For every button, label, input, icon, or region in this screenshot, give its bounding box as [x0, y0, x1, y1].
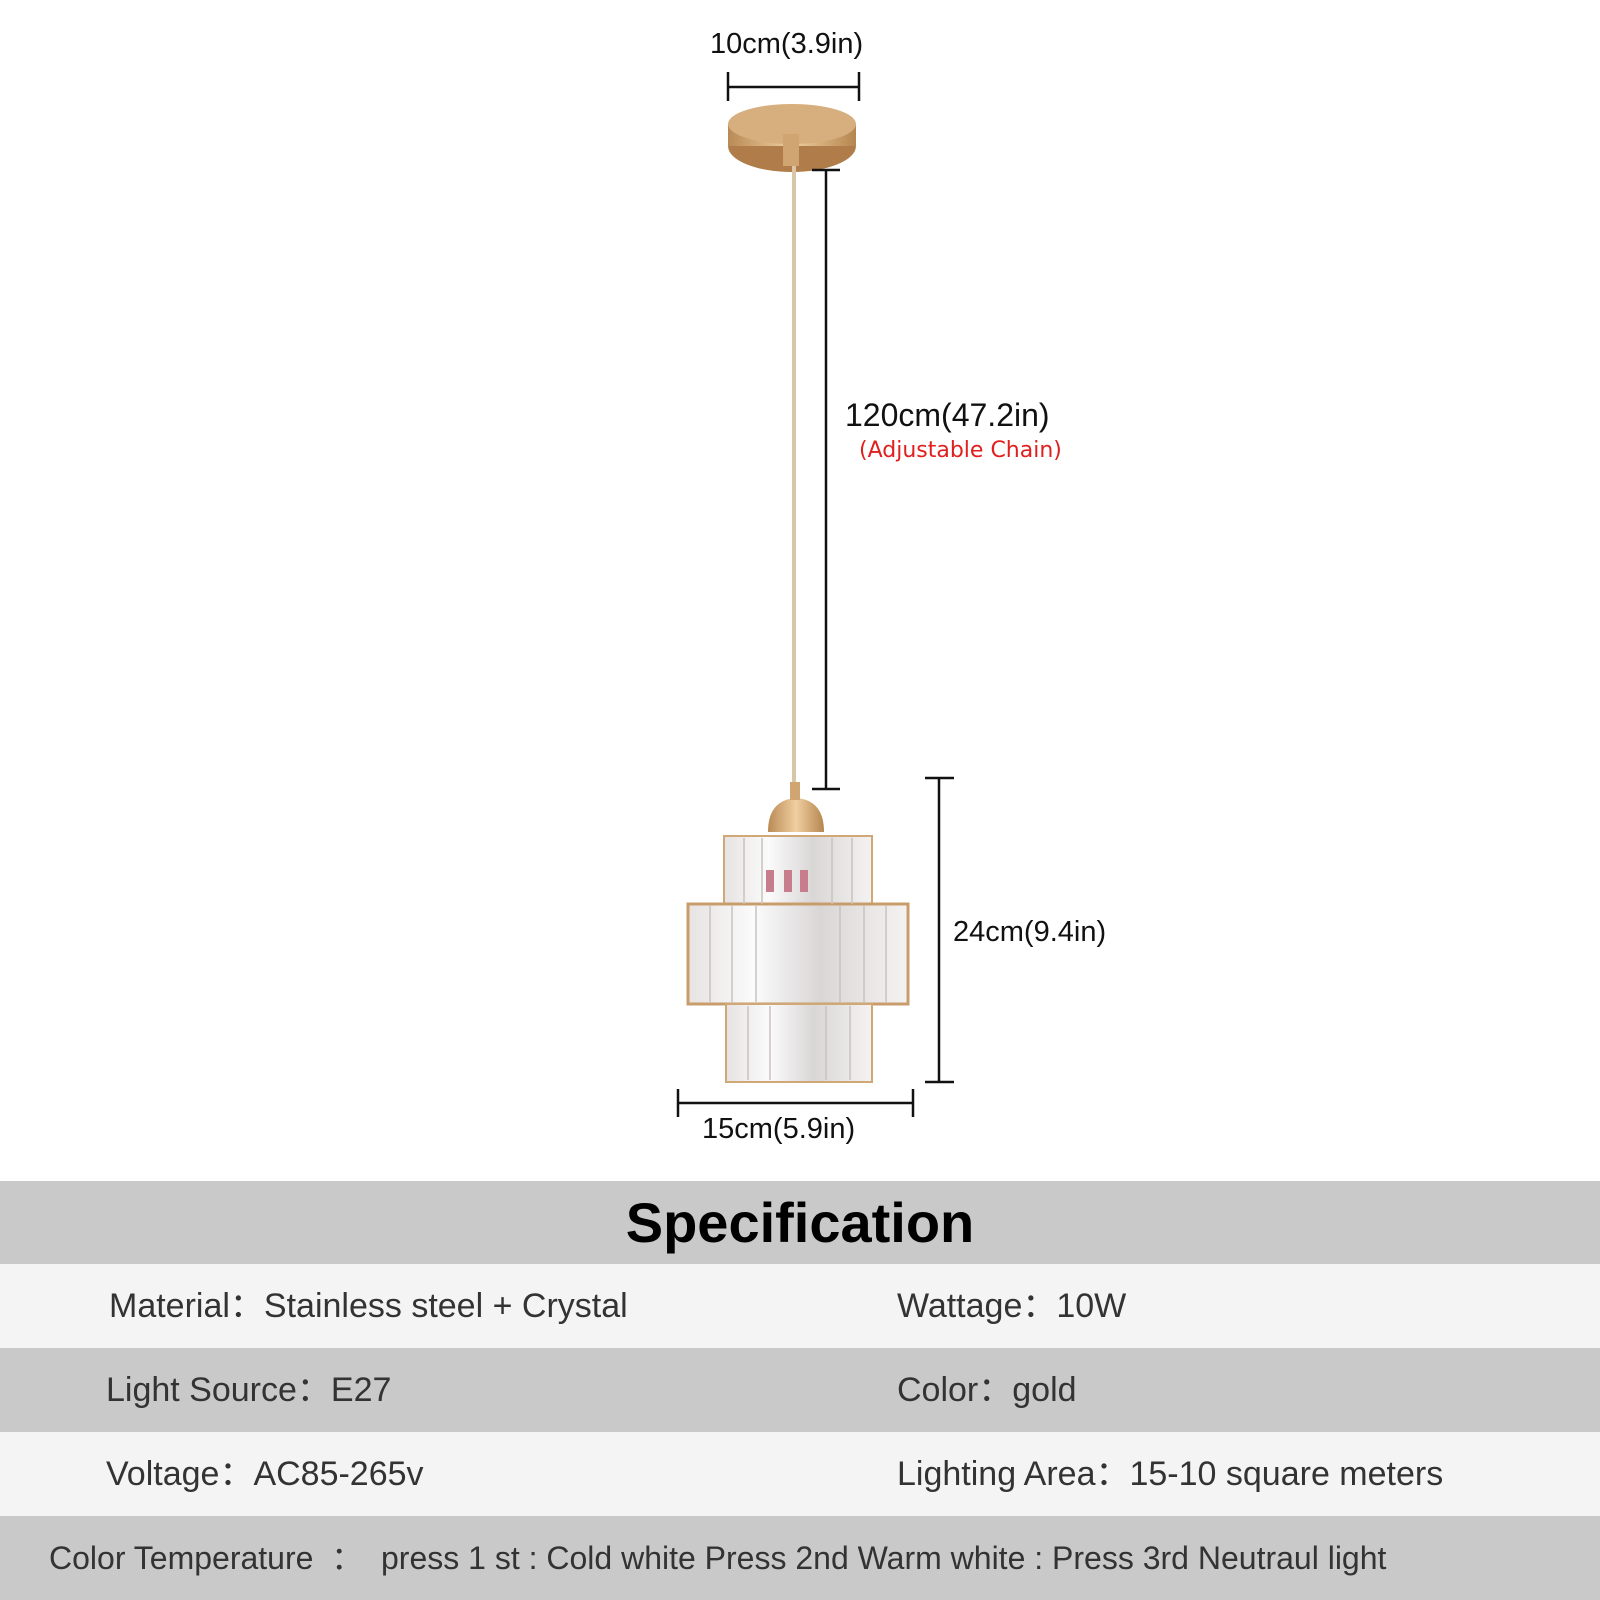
pendant-lamp-illustration	[676, 72, 954, 1117]
spec-color: Color：gold	[897, 1371, 1077, 1409]
adjustable-chain-note: (Adjustable Chain)	[859, 438, 1062, 463]
spec-row: Color Temperature ： press 1 st : Cold wh…	[0, 1516, 1600, 1600]
shade-width-label: 15cm(5.9in)	[702, 1113, 856, 1145]
specification-title: Specification	[625, 1191, 975, 1254]
spec-lighting-area: Lighting Area：15-10 square meters	[897, 1455, 1444, 1493]
cord-length-label: 120cm(47.2in)	[845, 397, 1050, 433]
spec-light-source: Light Source：E27	[106, 1371, 392, 1409]
canopy-width-dimension-line	[726, 72, 861, 101]
spec-material: Material：Stainless steel + Crystal	[109, 1287, 628, 1325]
spec-wattage: Wattage：10W	[897, 1287, 1127, 1325]
shade-height-dimension-line	[925, 776, 954, 1084]
cord-length-dimension-line	[812, 168, 840, 791]
spec-color-temperature: Color Temperature ： press 1 st : Cold wh…	[49, 1540, 1387, 1576]
spec-row: Light Source：E27 Color：gold	[0, 1348, 1600, 1432]
shade-width-dimension-line	[676, 1089, 915, 1117]
canopy-width-label: 10cm(3.9in)	[710, 28, 864, 60]
spec-row: Material：Stainless steel + Crystal Watta…	[0, 1264, 1600, 1348]
crystal-shade	[686, 782, 910, 1083]
shade-height-label: 24cm(9.4in)	[953, 916, 1107, 948]
ceiling-canopy	[728, 104, 856, 172]
spec-row: Voltage：AC85-265v Lighting Area：15-10 sq…	[0, 1432, 1600, 1516]
spec-voltage: Voltage：AC85-265v	[106, 1455, 424, 1493]
specification-header: Specification	[0, 1181, 1600, 1264]
